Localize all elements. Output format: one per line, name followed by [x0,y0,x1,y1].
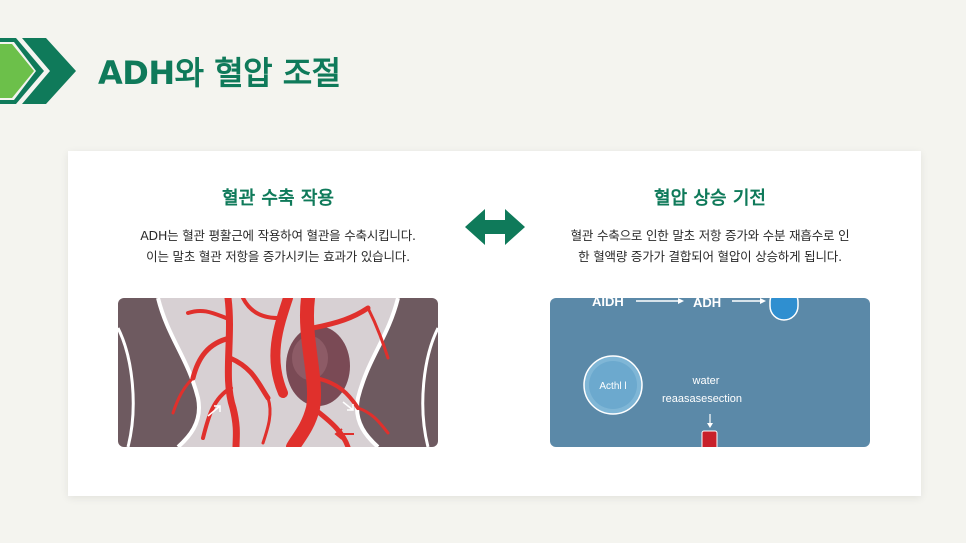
right-panel-heading: 혈압 상승 기전 [654,188,766,209]
diagram-label-reabsorption: reaasasesection [662,393,742,405]
left-panel-heading: 혈관 수축 작용 [222,188,334,209]
left-panel: 혈관 수축 작용 ADH는 혈관 평활근에 작용하여 혈관을 수축시킵니다. 이… [117,151,439,267]
right-panel-line2: 한 혈액량 증가가 결합되어 혈압이 상승하게 됩니다. [578,249,842,264]
content-card: 혈관 수축 작용 ADH는 혈관 평활근에 작용하여 혈관을 수축시킵니다. 이… [68,151,921,496]
header-chevron-icon [0,38,76,104]
left-panel-line1: ADH는 혈관 평활근에 작용하여 혈관을 수축시킵니다. [140,228,416,243]
right-panel: 혈압 상승 기전 혈관 수축으로 인한 말초 저항 증가와 수분 재흡수로 인 … [549,151,871,267]
left-panel-text: ADH는 혈관 평활근에 작용하여 혈관을 수축시킵니다. 이는 말초 혈관 저… [117,225,439,267]
left-panel-line2: 이는 말초 혈관 저항을 증가시키는 효과가 있습니다. [146,249,410,264]
diagram-label-aidh: AIDH [592,298,624,309]
diagram-label-adh: ADH [693,298,721,310]
vasoconstriction-illustration [118,298,438,447]
right-panel-line1: 혈관 수축으로 인한 말초 저항 증가와 수분 재흡수로 인 [570,228,850,243]
double-arrow-icon [465,209,525,245]
right-panel-text: 혈관 수축으로 인한 말초 저항 증가와 수분 재흡수로 인 한 혈액량 증가가… [549,225,871,267]
diagram-label-circle: Acthl l [599,381,626,392]
page-title: ADH와 혈압 조절 [98,54,341,92]
blood-pressure-diagram: AIDH ADH Acthl l water reaasasesection [550,298,870,447]
diagram-label-water: water [692,375,720,387]
